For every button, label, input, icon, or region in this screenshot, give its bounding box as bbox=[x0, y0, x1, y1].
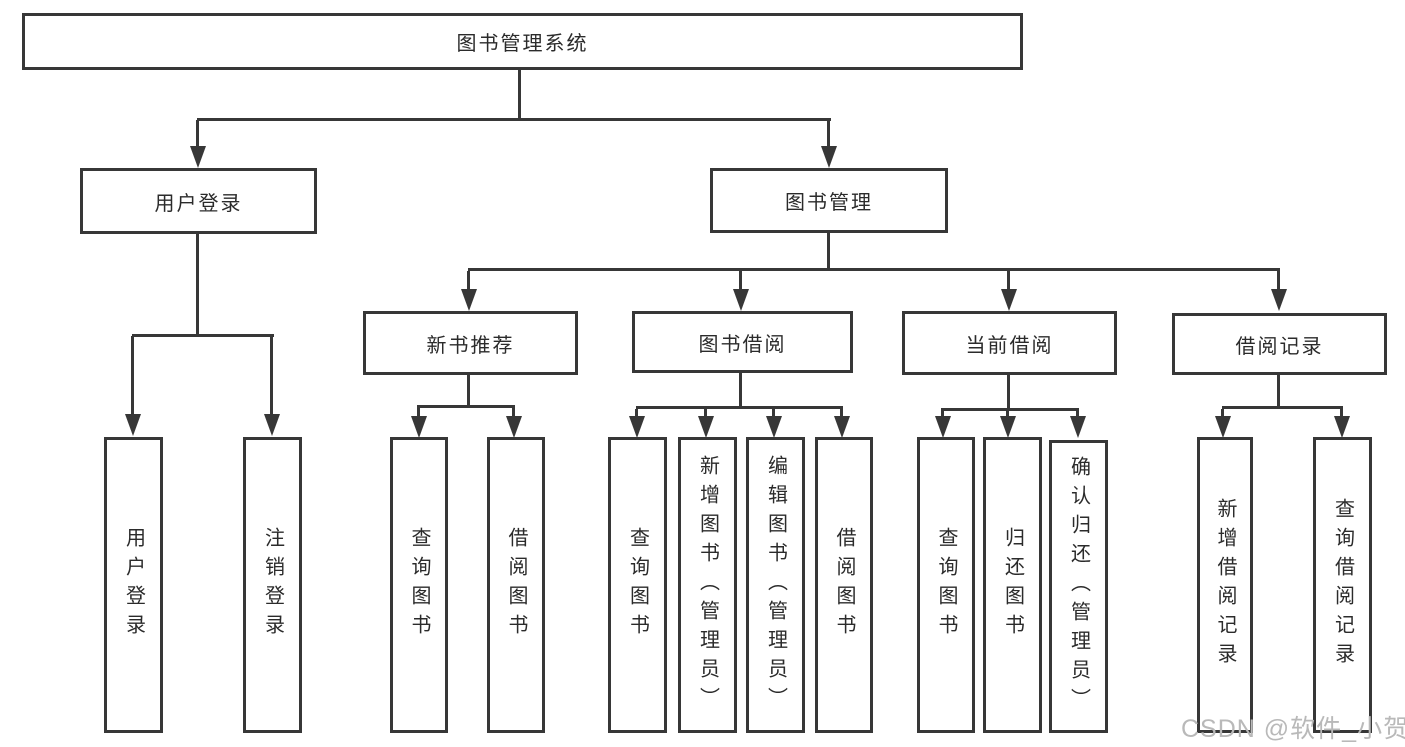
connector-line bbox=[512, 408, 515, 418]
connector-line bbox=[132, 334, 274, 337]
arrow-down-icon bbox=[1334, 416, 1350, 438]
connector-line bbox=[636, 406, 843, 409]
node-book-management: 图书管理 bbox=[710, 168, 948, 233]
connector-line bbox=[635, 409, 638, 418]
node-book-borrowing: 图书借阅 bbox=[632, 311, 853, 373]
arrow-down-icon bbox=[506, 416, 522, 438]
connector-line bbox=[1006, 411, 1009, 418]
arrow-down-icon bbox=[766, 416, 782, 438]
node-leaf-query-books-current: 查询图书 bbox=[917, 437, 975, 733]
connector-line bbox=[1277, 375, 1280, 409]
node-label: 用户登录 bbox=[154, 192, 243, 215]
arrow-down-icon bbox=[1001, 289, 1017, 311]
node-new-book-recommendation: 新书推荐 bbox=[363, 311, 578, 375]
arrow-down-icon bbox=[935, 416, 951, 438]
connector-line bbox=[468, 268, 1280, 271]
node-leaf-logout: 注销登录 bbox=[243, 437, 302, 733]
arrow-down-icon bbox=[461, 289, 477, 311]
node-leaf-return-books: 归还图书 bbox=[983, 437, 1042, 733]
connector-line bbox=[1340, 409, 1343, 418]
node-leaf-confirm-return-admin: 确认归还（管理员） bbox=[1049, 440, 1108, 733]
arrow-down-icon bbox=[411, 416, 427, 438]
arrow-down-icon bbox=[1070, 416, 1086, 438]
node-label: 归还图书 bbox=[1001, 527, 1024, 643]
node-leaf-borrow-books: 借阅图书 bbox=[815, 437, 873, 733]
csdn-watermark: CSDN @软件_小贺同学 bbox=[1181, 715, 1405, 743]
arrow-down-icon bbox=[125, 414, 141, 436]
connector-line bbox=[827, 120, 830, 148]
node-label: 借阅图书 bbox=[833, 527, 855, 643]
node-leaf-borrow-books-recommend: 借阅图书 bbox=[487, 437, 545, 733]
connector-line bbox=[417, 408, 420, 418]
connector-line bbox=[704, 409, 707, 418]
node-label: 借阅图书 bbox=[505, 527, 527, 643]
connector-line bbox=[1007, 271, 1010, 291]
connector-line bbox=[417, 405, 515, 408]
arrow-down-icon bbox=[698, 416, 714, 438]
arrow-down-icon bbox=[629, 416, 645, 438]
node-label: 用户登录 bbox=[122, 527, 145, 643]
arrow-down-icon bbox=[733, 289, 749, 311]
node-leaf-add-books-admin: 新增图书（管理员） bbox=[678, 437, 737, 733]
connector-line bbox=[197, 118, 831, 121]
arrow-down-icon bbox=[1271, 289, 1287, 311]
node-leaf-query-books-borrowing: 查询图书 bbox=[608, 437, 667, 733]
connector-line bbox=[518, 70, 521, 120]
arrow-down-icon bbox=[190, 146, 206, 168]
node-label: 图书借阅 bbox=[698, 333, 787, 356]
connector-line bbox=[1076, 411, 1079, 418]
arrow-down-icon bbox=[264, 414, 280, 436]
node-label: 新增图书（管理员） bbox=[696, 454, 719, 716]
node-label: 图书管理系统 bbox=[456, 33, 589, 55]
node-book-management-system: 图书管理系统 bbox=[22, 13, 1023, 70]
node-user-login: 用户登录 bbox=[80, 168, 317, 234]
connector-line bbox=[739, 271, 742, 291]
node-label: 查询图书 bbox=[626, 527, 649, 643]
node-borrowing-records: 借阅记录 bbox=[1172, 313, 1387, 375]
node-leaf-edit-books-admin: 编辑图书（管理员） bbox=[746, 437, 805, 733]
node-label: 注销登录 bbox=[261, 527, 284, 643]
node-label: 借阅记录 bbox=[1235, 335, 1324, 358]
arrow-down-icon bbox=[834, 416, 850, 438]
node-label: 当前借阅 bbox=[965, 334, 1054, 357]
connector-line bbox=[467, 271, 470, 291]
node-label: 确认归还（管理员） bbox=[1067, 456, 1090, 717]
connector-line bbox=[1221, 409, 1224, 418]
node-label: 查询图书 bbox=[935, 527, 957, 643]
node-label: 编辑图书（管理员） bbox=[764, 454, 787, 716]
node-label: 图书管理 bbox=[785, 192, 873, 214]
node-leaf-add-borrow-record: 新增借阅记录 bbox=[1197, 437, 1253, 733]
node-label: 新增借阅记录 bbox=[1214, 498, 1236, 672]
node-leaf-user-login: 用户登录 bbox=[104, 437, 163, 733]
connector-line bbox=[467, 375, 470, 408]
connector-line bbox=[739, 373, 742, 409]
node-label: 新书推荐 bbox=[426, 334, 515, 357]
arrow-down-icon bbox=[1215, 416, 1231, 438]
connector-line bbox=[1007, 375, 1010, 411]
connector-line bbox=[1222, 406, 1343, 409]
connector-line bbox=[941, 408, 1079, 411]
arrow-down-icon bbox=[821, 146, 837, 168]
node-leaf-query-books-recommend: 查询图书 bbox=[390, 437, 448, 733]
connector-line bbox=[196, 120, 199, 148]
arrow-down-icon bbox=[1000, 416, 1016, 438]
node-label: 查询图书 bbox=[408, 527, 430, 643]
connector-line bbox=[1277, 271, 1280, 291]
connector-line bbox=[827, 233, 830, 271]
connector-line bbox=[270, 336, 273, 416]
connector-line bbox=[131, 336, 134, 416]
connector-line bbox=[941, 411, 944, 418]
node-label: 查询借阅记录 bbox=[1331, 498, 1354, 672]
node-current-borrowing: 当前借阅 bbox=[902, 311, 1117, 375]
connector-line bbox=[840, 409, 843, 418]
connector-line bbox=[196, 234, 199, 337]
connector-line bbox=[772, 409, 775, 418]
node-leaf-query-borrow-record: 查询借阅记录 bbox=[1313, 437, 1372, 733]
